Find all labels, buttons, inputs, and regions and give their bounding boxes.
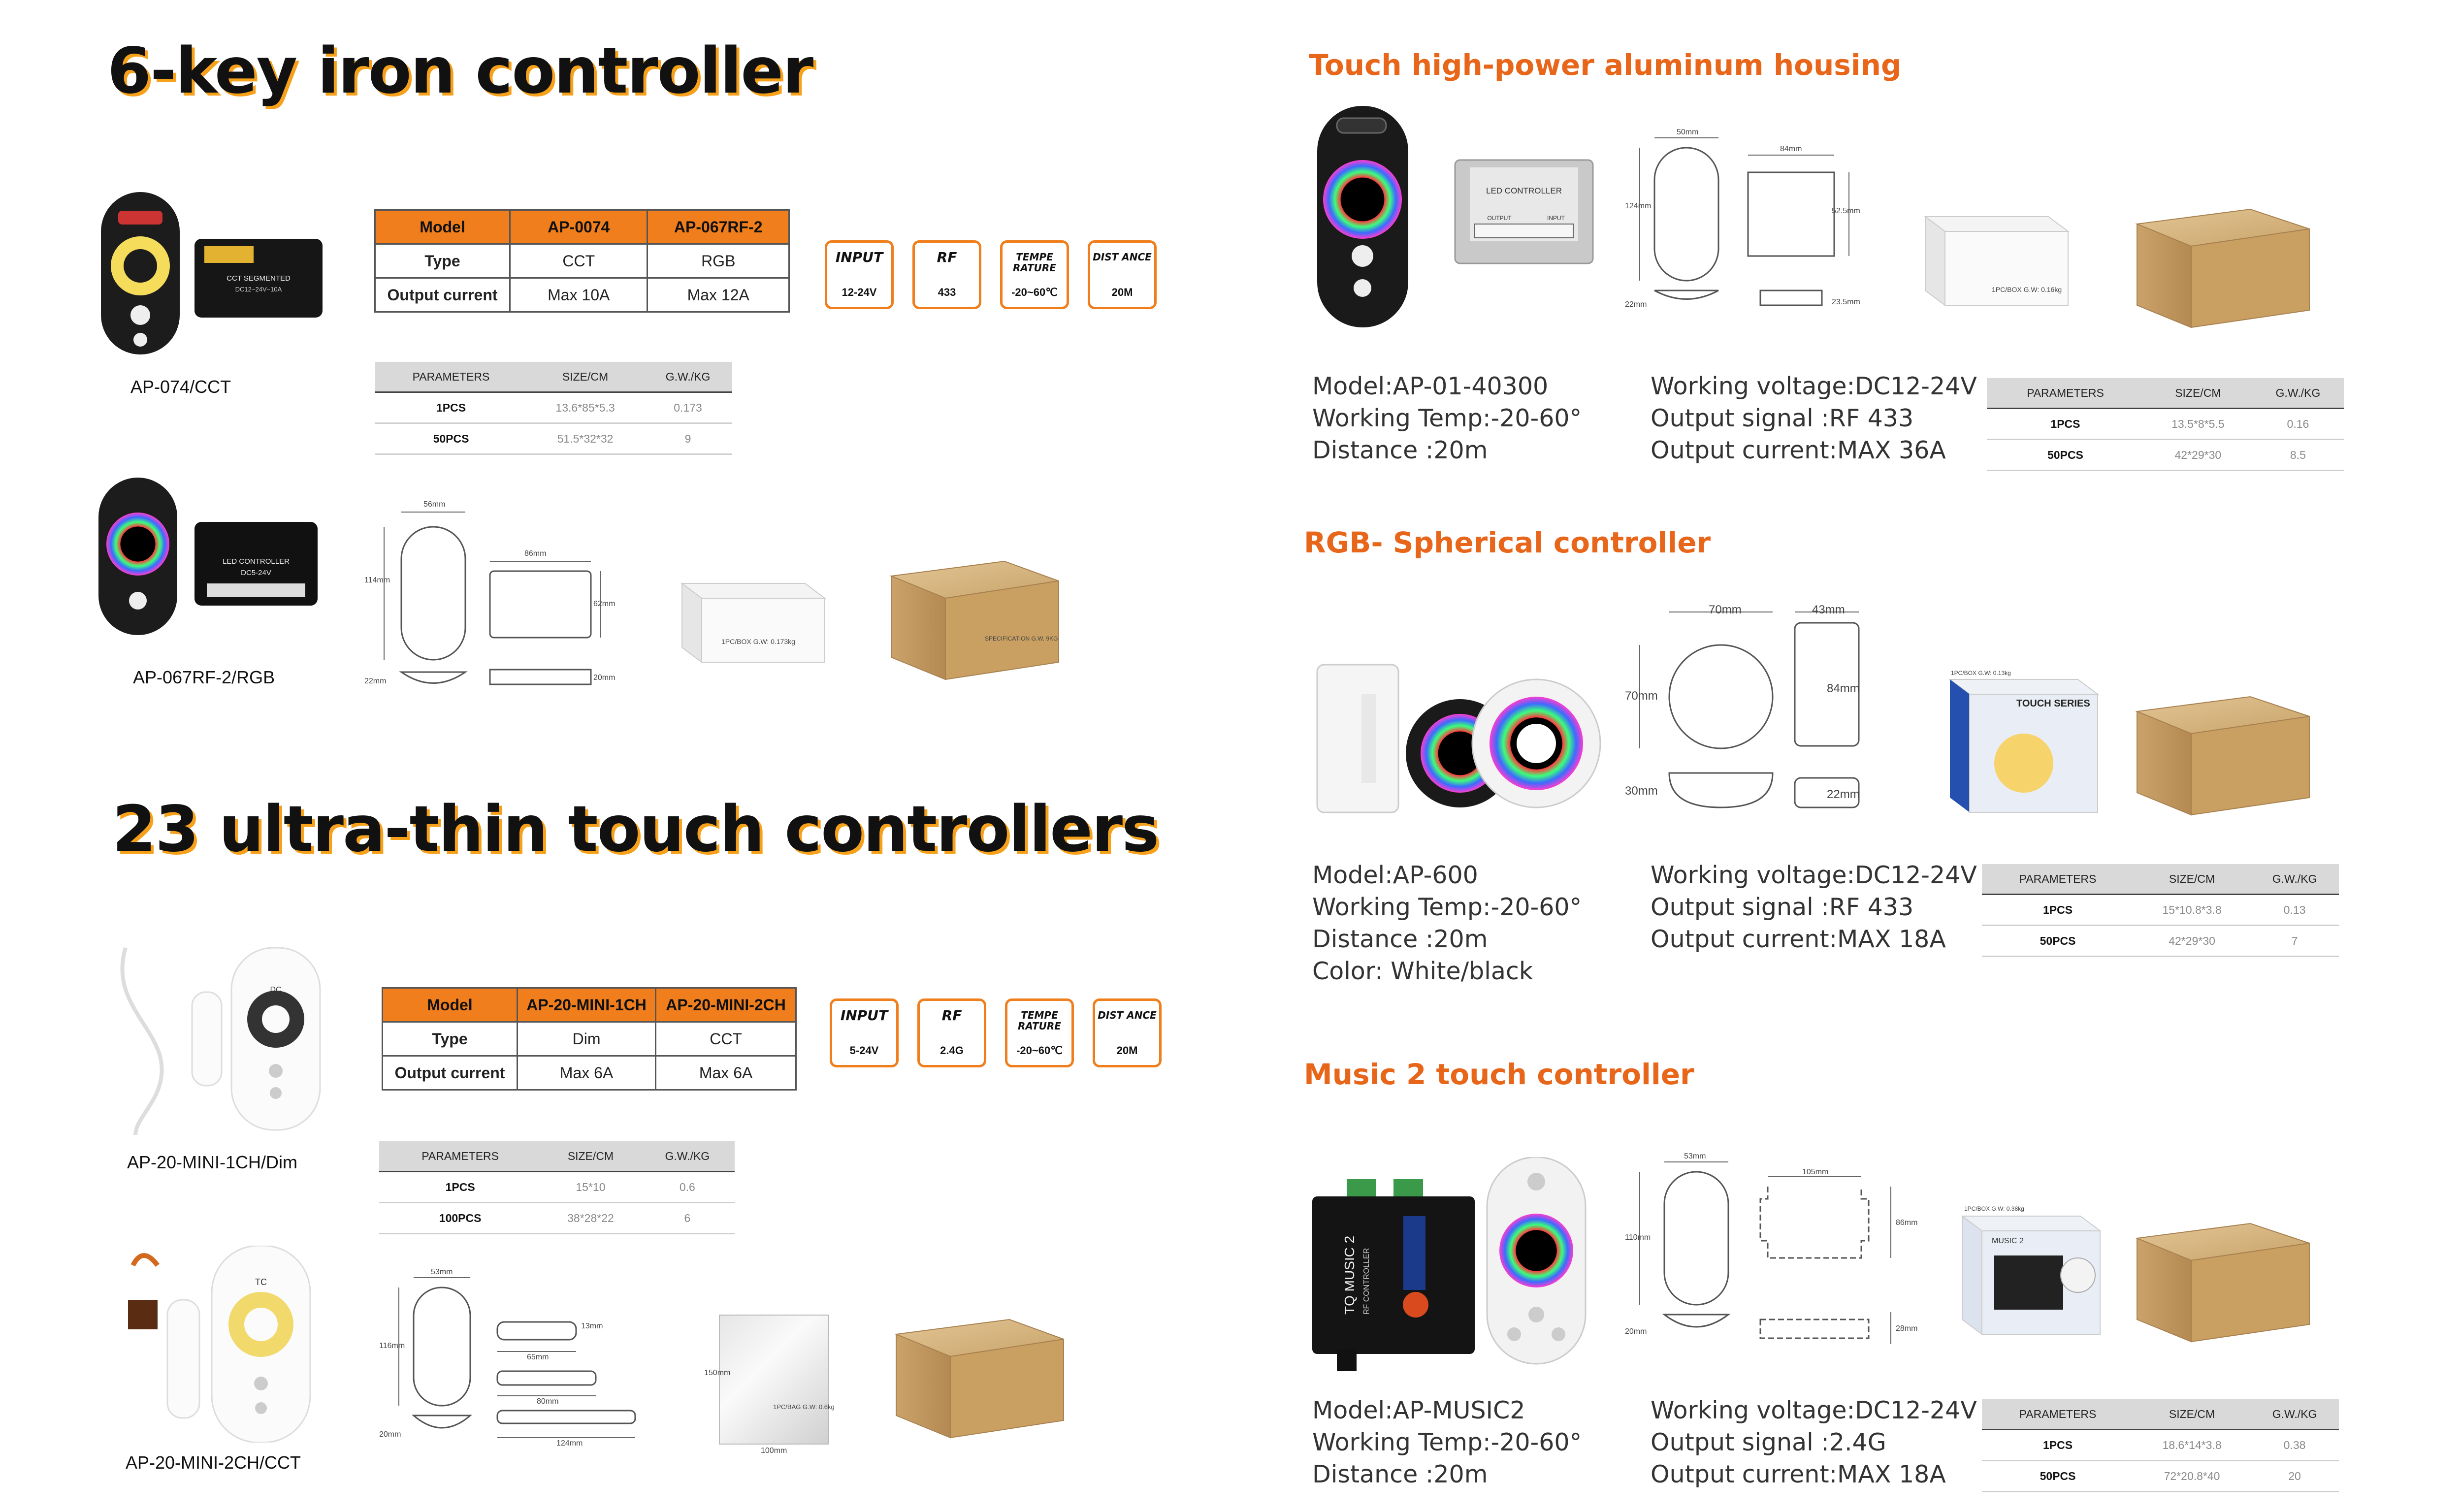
- section-title-music2: Music 2 touch controller: [1304, 1058, 1694, 1091]
- cell: RGB: [647, 243, 790, 279]
- section-title-6key: 6-key iron controller: [107, 34, 813, 108]
- product-image-apmusic2: TQ MUSIC 2 RF CONTROLLER: [1307, 1156, 1603, 1374]
- cell-type: Type: [374, 243, 511, 279]
- device-label-rgb-voltage: DC5-24V: [241, 569, 271, 577]
- section-title-aluminum: Touch high-power aluminum housing: [1309, 48, 1902, 82]
- carton-sec1: SPECIFICATION G.W. 9KG: [881, 551, 1069, 689]
- product-box-sec1: 1PC/BOX G.W: 0.173kg: [667, 574, 835, 672]
- product-image-ap600: [1312, 655, 1608, 817]
- box-label: 1PC/BOX G.W: 0.173kg: [721, 638, 795, 645]
- badge-temperature: TEMPE RATURE-20~60℃: [1005, 998, 1074, 1067]
- svg-text:INPUT: INPUT: [1547, 215, 1565, 222]
- device-label-cct-rating: DC12~24V~10A: [235, 286, 282, 293]
- product-image-ap067: LED CONTROLLER DC5-24V: [96, 478, 323, 635]
- carton-sec2: [886, 1310, 1073, 1448]
- device-label-aluminum: LED CONTROLLER: [1486, 186, 1562, 195]
- product-image-mini1ch: DC: [106, 938, 323, 1135]
- product-image-mini2ch: TC: [118, 1245, 325, 1444]
- device-label-rgb: LED CONTROLLER: [223, 557, 290, 566]
- product-image-ap0140300: LED CONTROLLER OUTPUT INPUT: [1312, 106, 1608, 327]
- caption-mini2ch: AP-20-MINI-2CH/CCT: [126, 1452, 301, 1473]
- dimension-drawing-sec4: 70mm 43mm 70mm 84mm 30mm 22mm: [1625, 603, 1861, 820]
- dimension-drawing-sec3: 50mm 124mm 22mm 84mm 52.5mm 23.5mm: [1625, 128, 1860, 309]
- device-label-music2: TQ MUSIC 2: [1342, 1236, 1357, 1315]
- carton-sec5: [2127, 1214, 2319, 1351]
- section-title-23-ultra-thin: 23 ultra-thin touch controllers: [112, 793, 1159, 866]
- dimension-drawing-sec2: 53mm 116mm 20mm 65mm 80mm 124mm 13mm: [379, 1268, 655, 1455]
- caption-ap067: AP-067RF-2/RGB: [133, 667, 275, 687]
- caption-ap074: AP-074/CCT: [130, 377, 231, 397]
- remote-label-tc: TC: [255, 1277, 267, 1287]
- device-label-cct: CCT SEGMENTED: [227, 274, 291, 283]
- device-label-music2-rf: RF CONTROLLER: [1362, 1248, 1371, 1315]
- badge-temperature: TEMPE RATURE-20~60℃: [1000, 240, 1069, 309]
- dimension-drawing-sec1: 56mm 114mm 22mm 86mm 62mm 20mm: [364, 500, 616, 685]
- product-box-sec5: MUSIC 2 1PC/BOX G.W: 0.38kg: [1952, 1201, 2105, 1344]
- th-model: Model: [374, 209, 511, 245]
- product-image-ap074: CCT SEGMENTED DC12~24V~10A: [98, 192, 330, 354]
- carton-sec3: [2127, 199, 2319, 337]
- product-box-sec4: TOUCH SERIES 1PC/BOX G.W: 0.13kg: [1940, 665, 2103, 822]
- dimension-drawing-sec5: 53mm 110mm 20mm 105mm 86mm 28mm: [1625, 1152, 1920, 1349]
- cell-output: Output current: [374, 277, 511, 313]
- carton-sec4: [2127, 687, 2319, 825]
- cell: Max 10A: [509, 277, 648, 313]
- cell: Max 12A: [647, 277, 790, 313]
- product-bag-sec2: 1PC/BAG G.W: 0.6kg 150mm 100mm: [704, 1305, 847, 1457]
- remote-label-dc: DC: [270, 986, 281, 994]
- th-col2: AP-067RF-2: [647, 209, 790, 245]
- section-title-rgb-spherical: RGB- Spherical controller: [1304, 526, 1711, 559]
- model-table-sec2: Model AP-20-MINI-1CH AP-20-MINI-2CH Type…: [382, 987, 797, 1091]
- cell: CCT: [509, 243, 648, 279]
- model-table-sec1: Model AP-0074 AP-067RF-2 Type CCT RGB Ou…: [374, 209, 790, 313]
- caption-mini1ch: AP-20-MINI-1CH/Dim: [127, 1152, 298, 1172]
- th-col1: AP-0074: [509, 209, 648, 245]
- product-box-sec3: 1PC/BOX G.W: 0.16kg: [1911, 207, 2078, 315]
- svg-text:OUTPUT: OUTPUT: [1487, 215, 1512, 222]
- bag-label: 1PC/BAG G.W: 0.6kg: [773, 1403, 835, 1411]
- carton-label: SPECIFICATION G.W. 9KG: [985, 635, 1058, 642]
